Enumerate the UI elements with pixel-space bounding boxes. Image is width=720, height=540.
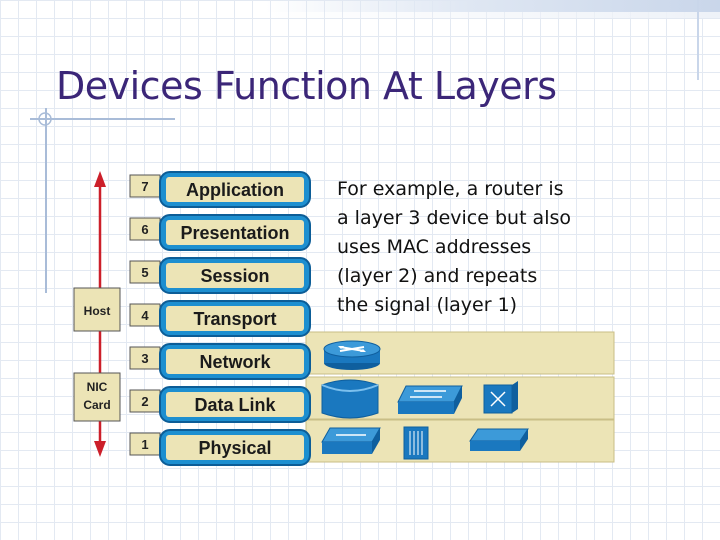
title-side-rule bbox=[45, 108, 47, 293]
title-underline bbox=[30, 118, 175, 120]
osi-layer-row: 6 Presentation bbox=[129, 214, 311, 251]
osi-layer-row: 2 Data Link bbox=[129, 386, 311, 423]
layer-number: 7 bbox=[141, 179, 148, 194]
layer-name: Transport bbox=[193, 309, 276, 329]
osi-layer-diagram: Host NIC Card 7 Application 6 Presentation 5… bbox=[73, 171, 615, 466]
header-accent-band-lower bbox=[265, 12, 720, 18]
description-line: the signal (layer 1) bbox=[337, 294, 518, 316]
layer-name: Session bbox=[200, 266, 269, 286]
layer-name: Physical bbox=[198, 438, 271, 458]
layer-number: 1 bbox=[141, 437, 148, 452]
layer-name: Network bbox=[199, 352, 271, 372]
header-accent-line bbox=[697, 0, 699, 80]
layer-name: Data Link bbox=[194, 395, 276, 415]
nic-card-label-box: NIC Card bbox=[73, 372, 121, 422]
router-icon bbox=[323, 340, 381, 370]
nic-label: NIC bbox=[87, 380, 108, 394]
hub-icon bbox=[321, 427, 381, 454]
layer-name: Presentation bbox=[180, 223, 289, 243]
atm-switch-icon bbox=[483, 381, 518, 414]
layer-name: Application bbox=[186, 180, 284, 200]
repeater-icon bbox=[403, 426, 429, 460]
description-line: (layer 2) and repeats bbox=[337, 265, 538, 287]
osi-layer-row: 1 Physical bbox=[129, 429, 311, 466]
layer-label-panel bbox=[166, 435, 304, 460]
layer-label-panel bbox=[166, 349, 304, 374]
layer-number: 2 bbox=[141, 394, 148, 409]
slide-title: Devices Function At Layers bbox=[56, 64, 557, 108]
layer-number: 6 bbox=[141, 222, 148, 237]
layer-label-panel bbox=[166, 220, 304, 245]
header-accent-band bbox=[265, 0, 720, 12]
layer-number: 5 bbox=[141, 265, 148, 280]
layer-number: 3 bbox=[141, 351, 148, 366]
switch-icon bbox=[397, 385, 463, 414]
crosshair-icon bbox=[38, 112, 52, 126]
description-text: For example, a router is a layer 3 devic… bbox=[337, 175, 627, 320]
description-line: For example, a router is bbox=[337, 178, 564, 200]
osi-layer-row: 5 Session bbox=[129, 257, 311, 294]
host-label-box: Host bbox=[73, 287, 121, 332]
layer-label-panel bbox=[166, 177, 304, 202]
layer-label-panel bbox=[166, 306, 304, 331]
card-label: Card bbox=[83, 398, 110, 412]
transceiver-icon bbox=[469, 428, 529, 451]
description-line: uses MAC addresses bbox=[337, 236, 532, 258]
layer-number: 4 bbox=[141, 308, 149, 323]
layer-label-panel bbox=[166, 263, 304, 288]
osi-layer-row: 3 Network bbox=[129, 343, 311, 380]
bridge-icon bbox=[321, 379, 379, 419]
description-line: a layer 3 device but also bbox=[337, 207, 572, 229]
layer-label-panel bbox=[166, 392, 304, 417]
osi-layer-row: 7 Application bbox=[129, 171, 311, 208]
host-label: Host bbox=[84, 304, 111, 318]
osi-layer-row: 4 Transport bbox=[129, 300, 311, 337]
